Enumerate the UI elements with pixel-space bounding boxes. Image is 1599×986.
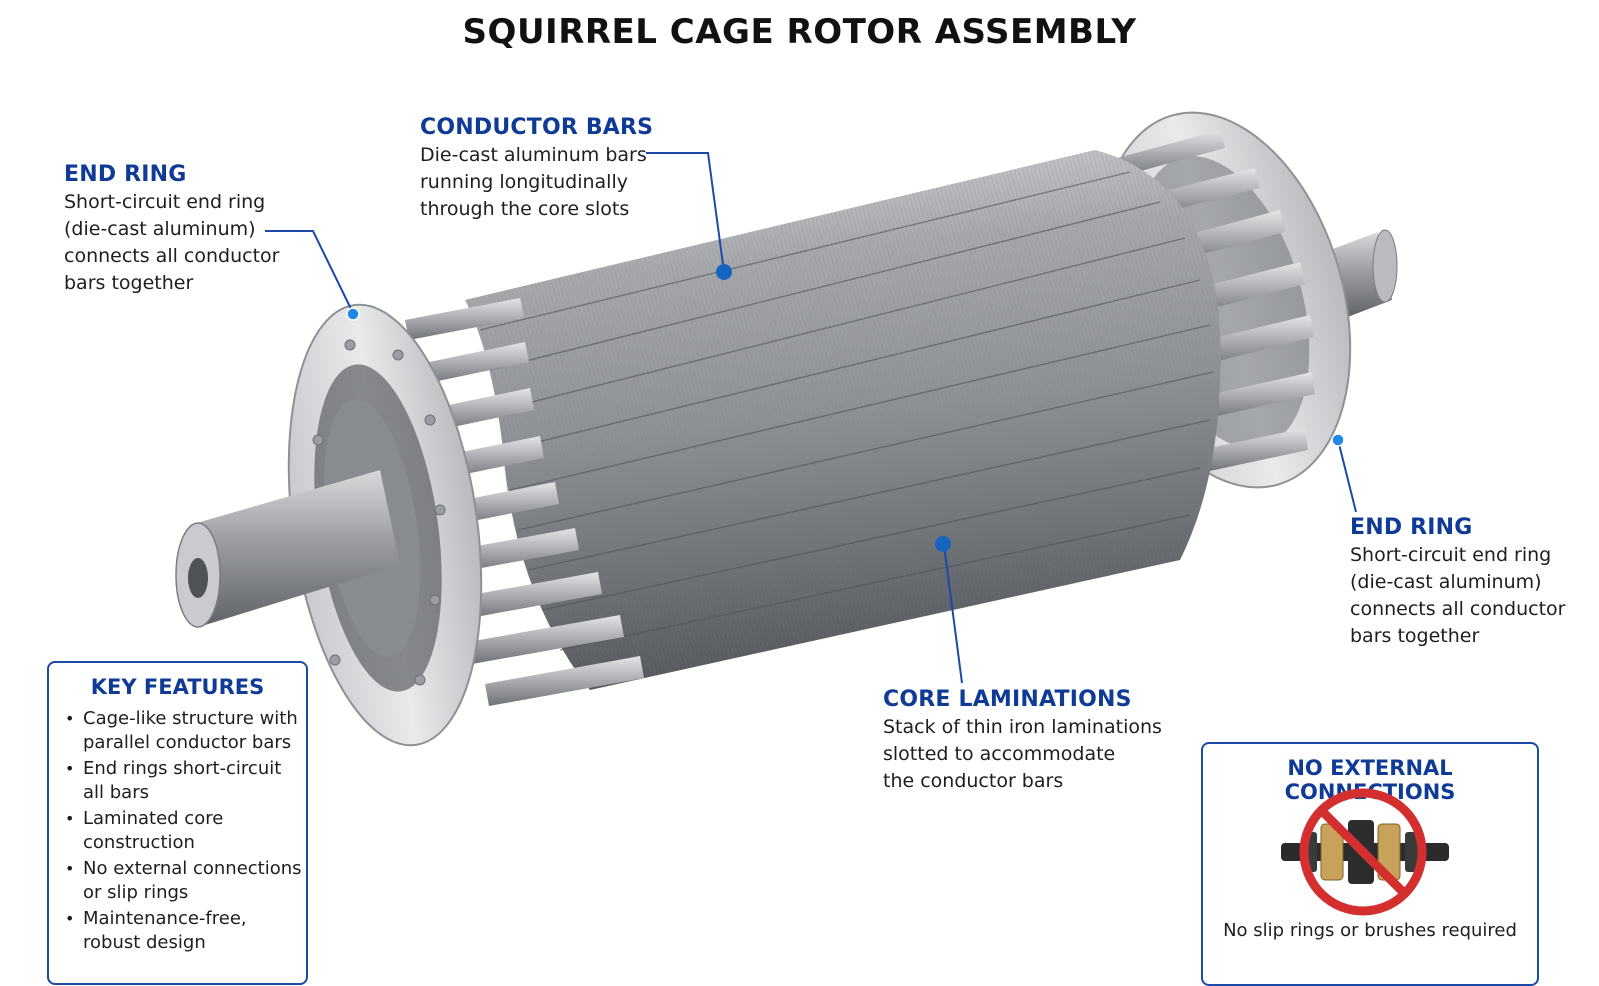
feature-item: •End rings short-circuit all bars: [65, 758, 282, 803]
no-external-connections-panel: NO EXTERNAL CONNECTIONS No slip rings or…: [1201, 742, 1539, 986]
feature-item: •Maintenance-free, robust design: [65, 908, 247, 953]
no-external-caption: No slip rings or brushes required: [1223, 920, 1517, 941]
feature-item: •Laminated core construction: [65, 808, 224, 853]
left-shaft: [175, 470, 400, 628]
core-laminations-body: [465, 150, 1221, 690]
callout-heading: CORE LAMINATIONS: [883, 687, 1132, 712]
feature-text: End rings short-circuit all bars: [83, 758, 282, 803]
callout-heading: END RING: [64, 162, 187, 187]
feature-item: •No external connections or slip rings: [65, 858, 302, 903]
anchor-dot-core-laminations: [935, 536, 951, 552]
leader-lines: [265, 152, 1357, 684]
callout-end-ring-right: END RING Short-circuit end ring (die-cas…: [1350, 515, 1565, 650]
leader-end-ring-left: [265, 230, 354, 314]
callout-heading: CONDUCTOR BARS: [420, 115, 654, 140]
callout-end-ring-left: END RING Short-circuit end ring (die-cas…: [64, 162, 279, 297]
callout-heading: END RING: [1350, 515, 1473, 540]
callout-body: Die-cast aluminum bars running longitudi…: [420, 144, 647, 220]
key-features-panel: KEY FEATURES •Cage-like structure with p…: [47, 661, 308, 985]
feature-text: No external connections or slip rings: [83, 858, 302, 903]
anchor-dot-conductor-bars: [716, 264, 732, 280]
leader-end-ring-right: [1337, 439, 1357, 513]
leader-core-laminations: [943, 544, 963, 684]
feature-text: Cage-like structure with parallel conduc…: [83, 708, 298, 753]
key-features-list: •Cage-like structure with parallel condu…: [49, 707, 306, 955]
leader-conductor-bars: [646, 152, 725, 273]
anchor-dot-end-ring-left: [346, 307, 360, 321]
feature-text: Laminated core construction: [83, 808, 224, 853]
callout-body: Short-circuit end ring (die-cast aluminu…: [1350, 544, 1566, 647]
page-title: SQUIRREL CAGE ROTOR ASSEMBLY: [462, 12, 1137, 52]
callout-body: Short-circuit end ring (die-cast aluminu…: [64, 191, 280, 294]
feature-text: Maintenance-free, robust design: [83, 908, 247, 953]
callout-body: Stack of thin iron laminations slotted t…: [883, 716, 1162, 792]
rotor-illustration: [175, 111, 1398, 747]
callout-conductor-bars: CONDUCTOR BARS Die-cast aluminum bars ru…: [420, 115, 653, 223]
callout-core-laminations: CORE LAMINATIONS Stack of thin iron lami…: [883, 687, 1162, 795]
key-features-title: KEY FEATURES: [90, 675, 265, 699]
anchor-dot-end-ring-right: [1331, 433, 1345, 447]
feature-item: •Cage-like structure with parallel condu…: [65, 708, 298, 753]
prohibited-slip-ring-icon: [1281, 788, 1449, 916]
right-conductor-bars: [1110, 130, 1315, 472]
